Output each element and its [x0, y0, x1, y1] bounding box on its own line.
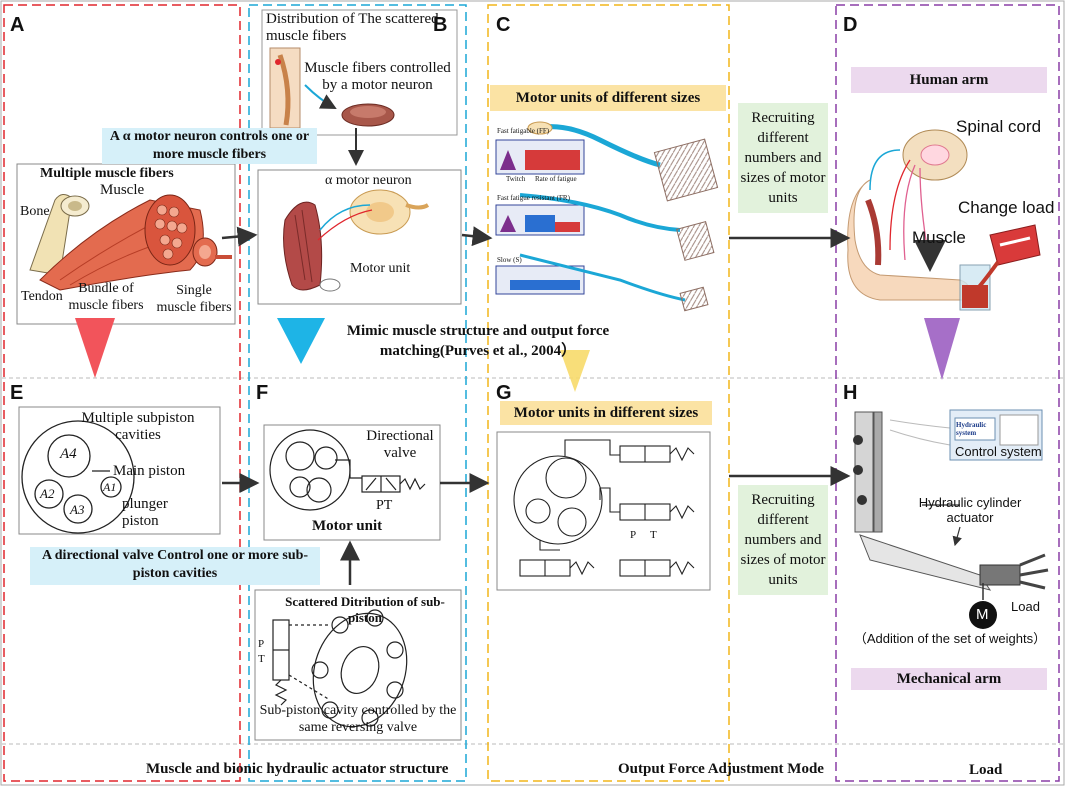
a2-circle — [34, 479, 64, 509]
m-weight-label: M — [976, 606, 989, 623]
p-label-f: P — [258, 638, 265, 650]
down-arrow-red — [75, 318, 115, 378]
single-fibers-label: Single muscle fibers — [156, 283, 232, 315]
t-label-f: T — [258, 653, 265, 665]
a1-circle — [100, 476, 122, 498]
multiple-fibers-title: Multiple muscle fibers — [40, 166, 174, 181]
t-label-g: T — [650, 529, 657, 541]
panel-label-f: F — [256, 382, 269, 404]
plunger-piston-label: plunger piston — [122, 496, 168, 529]
bone-label: Bone — [20, 204, 50, 219]
a3-label: A3 — [70, 502, 85, 517]
down-arrow-cyan — [277, 318, 325, 364]
frame-yellow — [487, 4, 730, 782]
a4-circle — [47, 434, 91, 478]
frame-purple — [835, 4, 1060, 782]
motor-units-sizes-banner: Motor units of different sizes — [490, 85, 726, 111]
main-piston-circle — [21, 420, 135, 534]
s-label: Slow (S) — [497, 256, 522, 264]
load-label-h: Load — [1011, 599, 1040, 614]
footer-load: Load — [969, 762, 1003, 778]
pt-label-f: PT — [376, 498, 393, 513]
down-arrow-purple — [924, 318, 960, 380]
piston-diagram — [21, 420, 135, 534]
frame-cyan — [248, 4, 467, 782]
ff-label: Fast fatigable (FF) — [497, 127, 550, 135]
motor-unit-label-f: Motor unit — [312, 518, 383, 534]
panel-label-e: E — [10, 382, 24, 404]
directional-valve-label: Directional valve — [366, 428, 434, 461]
footer-mode: Output Force Adjustment Mode — [618, 761, 824, 777]
mechanical-arm-illustration — [853, 409, 1049, 629]
twitch-label: Twitch — [506, 175, 526, 183]
scattered-ditribution-label: Scattered Ditribution of sub-piston — [285, 594, 445, 625]
spinal-cord-label: Spinal cord — [956, 117, 1042, 136]
alpha-neuron-label: α motor neuron — [325, 173, 412, 188]
muscle-label: Muscle — [100, 182, 145, 198]
footer-structure: Muscle and bionic hydraulic actuator str… — [146, 761, 449, 777]
distribution-label: Distribution of The scattered muscle fib… — [266, 11, 439, 44]
panel-label-a: A — [10, 14, 25, 36]
controlled-label: Muscle fibers controlled by a motor neur… — [304, 60, 451, 93]
sub-piston-cavity-label: Sub-piston cavity controlled by the same… — [259, 703, 457, 735]
g-valves — [513, 439, 695, 577]
recruit-box-bottom: Recruiting different numbers and sizes o… — [738, 485, 828, 595]
directional-valve-banner: A directional valve Control one or more … — [30, 547, 320, 585]
hydraulic-cylinder-label: Hydraulic cylinder actuator — [918, 495, 1022, 525]
tendon-label: Tendon — [21, 289, 63, 304]
panel-label-b: B — [433, 14, 448, 36]
motor-unit-sizes-illustration — [495, 121, 719, 312]
muscle-label-d: Muscle — [912, 228, 966, 247]
human-arm-illustration — [847, 129, 1041, 311]
scattered-sub-piston — [272, 609, 408, 728]
motor-units-in-sizes-banner: Motor units in different sizes — [500, 401, 712, 425]
box-e — [18, 406, 221, 535]
motor-unit-illustration — [283, 189, 430, 292]
a1-label: A1 — [103, 480, 117, 494]
recruit-box-top: Recruiting different numbers and sizes o… — [738, 103, 828, 213]
frame-red — [3, 4, 241, 782]
control-system-label: Control system — [955, 444, 1042, 459]
a3-circle — [63, 494, 93, 524]
muscle-illustration — [29, 194, 232, 291]
fr-label: Fast fatigue resistant (FR) — [497, 194, 570, 202]
a2-label: A2 — [40, 486, 55, 501]
motor-unit-label-b: Motor unit — [350, 261, 411, 276]
p-label-g: P — [630, 529, 637, 541]
panel-label-d: D — [843, 14, 858, 36]
rate-label: Rate of fatigue — [535, 175, 577, 183]
panel-label-c: C — [496, 14, 511, 36]
alpha-neuron-banner: A α motor neuron controls one or more mu… — [102, 128, 317, 164]
change-load-label: Change load — [958, 198, 1055, 217]
weights-label: （Addition of the set of weights） — [853, 631, 1047, 646]
hydraulic-system-label: Hydraulic system — [956, 421, 987, 437]
bundle-label: Bundle of muscle fibers — [68, 281, 144, 313]
f-piston-valve — [269, 429, 426, 511]
scattered-fibers-illustration — [269, 47, 395, 129]
mimic-text: Mimic muscle structure and output force … — [346, 323, 610, 359]
a4-label: A4 — [60, 446, 77, 462]
panel-label-h: H — [843, 382, 858, 404]
flow-arrows — [221, 128, 962, 585]
main-piston-label: Main piston — [113, 463, 186, 479]
panel-label-g: G — [496, 382, 512, 404]
subpiston-cavities-label: Multiple subpiston cavities — [81, 410, 195, 443]
human-arm-banner: Human arm — [851, 67, 1047, 93]
mechanical-arm-banner: Mechanical arm — [851, 668, 1047, 690]
down-arrow-yellow — [560, 350, 590, 392]
